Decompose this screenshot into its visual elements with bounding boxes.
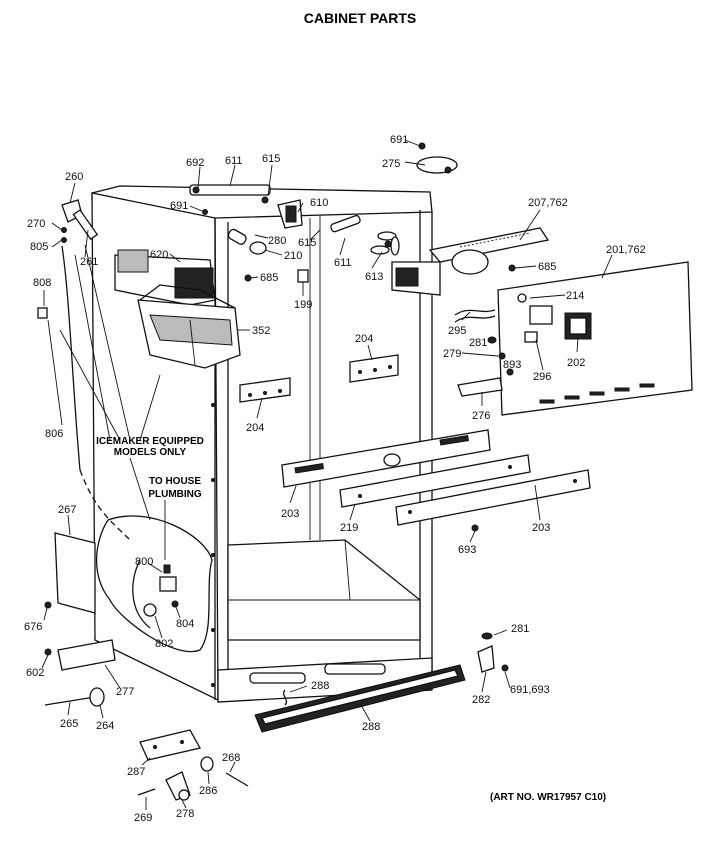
callout-685: 685 (260, 272, 278, 284)
hinge-282 (477, 645, 495, 673)
callout-610: 610 (310, 197, 328, 209)
callout-287: 287 (127, 766, 145, 778)
callout-808: 808 (33, 277, 51, 289)
callout-352: 352 (252, 325, 270, 337)
callout-275: 275 (382, 158, 400, 170)
shelf-brackets (239, 354, 591, 532)
cabinet-lower-floor (227, 539, 421, 641)
callout-278: 278 (176, 808, 194, 820)
callout-611: 611 (334, 257, 352, 269)
roller-264 (89, 687, 105, 707)
callout-264: 264 (96, 720, 114, 732)
callout-602: 602 (26, 667, 44, 679)
plate-287 (139, 729, 201, 761)
icemaker-note-line1: ICEMAKER EQUIPPED (96, 436, 204, 447)
icemaker-assembly (114, 249, 241, 369)
callout-207-762: 207,762 (528, 197, 568, 209)
callout-615: 615 (262, 153, 280, 165)
callout-203: 203 (532, 522, 550, 534)
evaporator-bar-207 (428, 227, 550, 263)
roller-286 (200, 756, 214, 772)
bracket-276 (457, 377, 503, 397)
callout-286: 286 (199, 785, 217, 797)
valve-800 (159, 576, 177, 592)
art-number: (ART NO. WR17957 C10) (490, 792, 606, 803)
callout-265: 265 (60, 718, 78, 730)
callout-203: 203 (281, 508, 299, 520)
callout-219: 219 (340, 522, 358, 534)
callout-611: 611 (225, 155, 243, 167)
callout-277: 277 (116, 686, 134, 698)
evaporator-and-controls (391, 227, 693, 416)
callout-276: 276 (472, 410, 490, 422)
callout-685: 685 (538, 261, 556, 273)
plumbing-note-line1: TO HOUSE (149, 476, 201, 487)
callout-281: 281 (511, 623, 529, 635)
callout-691-693: 691,693 (510, 684, 550, 696)
callout-261: 261 (80, 256, 98, 268)
callout-805: 805 (30, 241, 48, 253)
rail-219 (339, 454, 531, 508)
callout-692: 692 (186, 157, 204, 169)
callout-204: 204 (246, 422, 264, 434)
callout-268: 268 (222, 752, 240, 764)
icemaker-note-line2: MODELS ONLY (114, 447, 187, 458)
diagram-title: CABINET PARTS (304, 10, 417, 26)
upper-small-parts (37, 142, 458, 319)
callout-296: 296 (533, 371, 551, 383)
callout-210: 210 (284, 250, 302, 262)
plumbing-area (61, 245, 213, 653)
bracket-277 (57, 639, 116, 671)
callout-288: 288 (311, 680, 329, 692)
panel-267 (54, 532, 96, 614)
callout-267: 267 (58, 504, 76, 516)
callout-279: 279 (443, 348, 461, 360)
callout-620: 620 (150, 249, 168, 261)
callout-269: 269 (134, 812, 152, 824)
callout-288: 288 (362, 721, 380, 733)
callout-691: 691 (390, 134, 408, 146)
callout-615: 615 (298, 237, 316, 249)
leader-lines (41, 139, 613, 810)
grille-area (254, 632, 509, 733)
callout-202: 202 (567, 357, 585, 369)
callout-labels: 691 275 692 611 615 260 691 610 270 805 … (24, 134, 646, 824)
callout-691: 691 (170, 200, 188, 212)
callout-201-762: 201,762 (606, 244, 646, 256)
callout-676: 676 (24, 621, 42, 633)
lower-left-parts (44, 532, 116, 707)
bottom-parts (137, 729, 249, 801)
callout-806: 806 (45, 428, 63, 440)
callout-204: 204 (355, 333, 373, 345)
tube-261 (72, 209, 99, 241)
callout-214: 214 (566, 290, 584, 302)
callout-280: 280 (268, 235, 286, 247)
plumbing-outline (95, 515, 213, 653)
rail-203-lower (395, 469, 591, 526)
rail-611 (189, 184, 271, 196)
callout-893: 893 (503, 359, 521, 371)
callout-281: 281 (469, 337, 487, 349)
callout-802: 802 (155, 638, 173, 650)
control-panel-201 (497, 261, 693, 416)
callout-804: 804 (176, 618, 194, 630)
callout-260: 260 (65, 171, 83, 183)
callout-282: 282 (472, 694, 490, 706)
callout-613: 613 (365, 271, 383, 283)
fan-613 (370, 231, 400, 256)
plumbing-note-line2: PLUMBING (148, 489, 202, 500)
callout-295: 295 (448, 325, 466, 337)
callout-800: 800 (135, 556, 153, 568)
bracket-204-left (239, 377, 291, 403)
callout-199: 199 (294, 299, 312, 311)
callout-270: 270 (27, 218, 45, 230)
callout-693: 693 (458, 544, 476, 556)
